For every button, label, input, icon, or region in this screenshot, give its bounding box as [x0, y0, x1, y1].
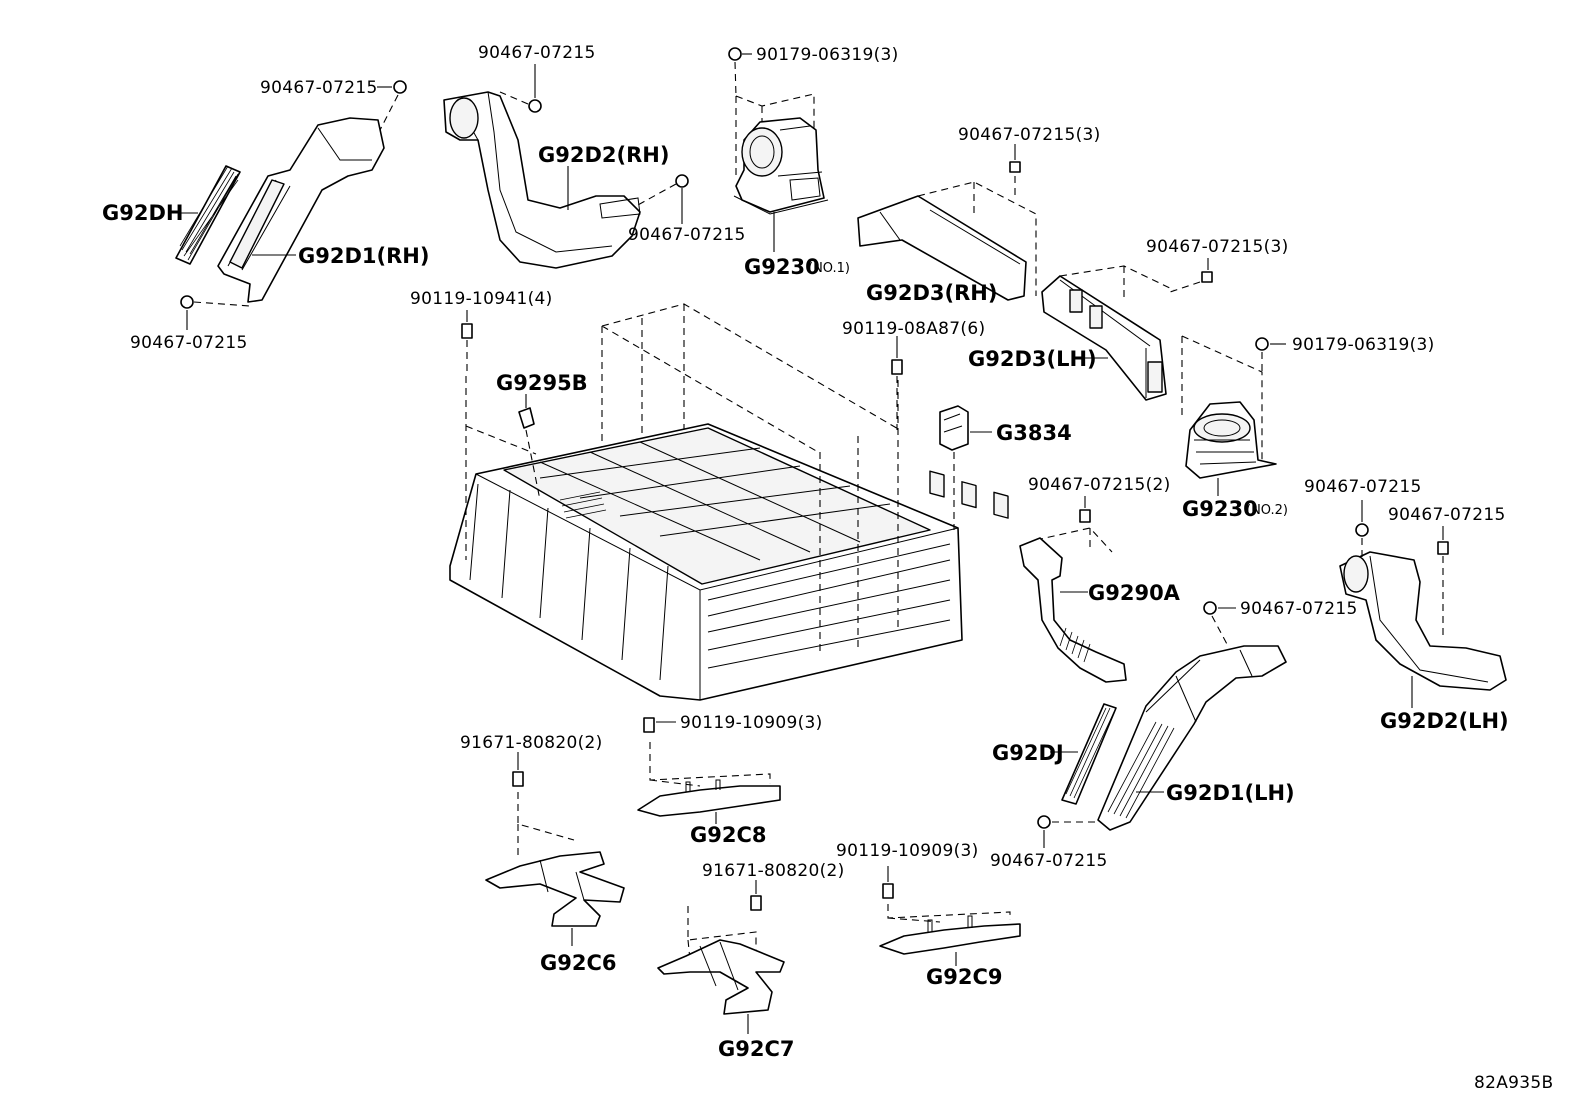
label-f12: 90467-07215	[1304, 477, 1422, 497]
label-f19: 90467-07215	[990, 851, 1108, 871]
label-f18: 91671-80820(2)	[702, 861, 845, 881]
label-f15: 90119-10909(3)	[680, 713, 823, 733]
clip-fastener-f12	[1355, 500, 1369, 560]
screw-fastener-f6	[1169, 258, 1213, 293]
label-g92d3-rh: G92D3(RH)	[866, 281, 997, 305]
g92d3-rh-panel	[857, 181, 1037, 519]
label-f9: 90119-08A87(6)	[842, 319, 985, 339]
nut-fastener-f10	[1255, 337, 1286, 372]
label-f14: 90467-07215	[1240, 599, 1358, 619]
label-g9230-no1-tag: (NO.1)	[808, 261, 850, 276]
label-f4: 90467-07215	[628, 225, 746, 245]
label-f2b: 90467-07215	[478, 43, 596, 63]
label-f3: 90179-06319(3)	[756, 45, 899, 65]
g9230-no2-blower	[1181, 335, 1277, 479]
g3834-sensor	[939, 405, 992, 530]
label-f8: 90119-10941(4)	[410, 289, 553, 309]
clip-fastener-f19	[1037, 815, 1100, 848]
label-g92d1-rh: G92D1(RH)	[298, 244, 429, 268]
screw-fastener-f11	[1079, 496, 1091, 523]
label-g92d2-rh: G92D2(RH)	[538, 143, 669, 167]
label-g92dj: G92DJ	[992, 741, 1064, 765]
screw-fastener-f5	[1009, 144, 1021, 196]
clip-fastener-f3a	[499, 64, 542, 113]
screw-fastener-f9	[891, 336, 903, 430]
g92c6-bracket	[485, 792, 625, 927]
g92d2-lh-duct	[1339, 551, 1507, 708]
label-f2: 90467-07215	[130, 333, 248, 353]
label-g9295b: G9295B	[496, 371, 588, 395]
diagram-id: 82A935B	[1474, 1073, 1553, 1093]
g92c9-bracket	[879, 904, 1021, 955]
screw-fastener-f8	[461, 310, 473, 376]
label-g9230-no1: G9230	[744, 255, 820, 279]
battery-pack	[449, 303, 963, 701]
label-f1: 90467-07215	[260, 78, 378, 98]
label-g9230-no2-tag: (NO.2)	[1246, 503, 1288, 518]
g92d1-rh-duct	[217, 117, 385, 303]
label-f11: 90467-07215(2)	[1028, 475, 1171, 495]
label-g9230-no2: G9230	[1182, 497, 1258, 521]
g9295b-clip	[518, 394, 541, 501]
nut-fastener-f3	[728, 47, 752, 97]
label-f16: 91671-80820(2)	[460, 733, 603, 753]
g92c8-bracket	[637, 742, 781, 817]
label-f5: 90467-07215(3)	[958, 125, 1101, 145]
g92d2-rh-duct	[443, 91, 641, 269]
g9290a-hose	[1019, 527, 1127, 683]
g92dh-filter	[175, 165, 241, 265]
label-g92dh: G92DH	[102, 201, 183, 225]
screw-fastener-f18	[750, 880, 762, 911]
screw-fastener-f17	[882, 866, 894, 899]
g92d3-lh-panel	[1041, 265, 1175, 401]
label-g92c7: G92C7	[718, 1037, 794, 1061]
g92d1-lh-duct	[1097, 645, 1287, 831]
g92c7-bracket	[657, 906, 785, 1015]
screw-fastener-f16	[512, 752, 524, 787]
label-f6: 90467-07215(3)	[1146, 237, 1289, 257]
label-g92c9: G92C9	[926, 965, 1002, 989]
screw-fastener-f13	[1437, 526, 1449, 640]
label-g92d3-lh: G92D3(LH)	[968, 347, 1097, 371]
label-g92d2-lh: G92D2(LH)	[1380, 709, 1509, 733]
label-g92c8: G92C8	[690, 823, 766, 847]
label-g9290a: G9290A	[1088, 581, 1181, 605]
clip-fastener-f4	[635, 174, 689, 224]
label-f10: 90179-06319(3)	[1292, 335, 1435, 355]
label-g92c6: G92C6	[540, 951, 616, 975]
clip-fastener-f14	[1203, 601, 1236, 647]
label-g92d1-lh: G92D1(LH)	[1166, 781, 1295, 805]
screw-fastener-f15	[643, 717, 676, 733]
clip-fastener-f1	[377, 80, 407, 131]
g9230-no1-blower	[733, 93, 829, 215]
label-g3834: G3834	[996, 421, 1072, 445]
g92dj-filter	[1061, 703, 1117, 805]
clip-fastener-f2	[180, 295, 251, 330]
label-f13: 90467-07215	[1388, 505, 1506, 525]
label-f17: 90119-10909(3)	[836, 841, 979, 861]
